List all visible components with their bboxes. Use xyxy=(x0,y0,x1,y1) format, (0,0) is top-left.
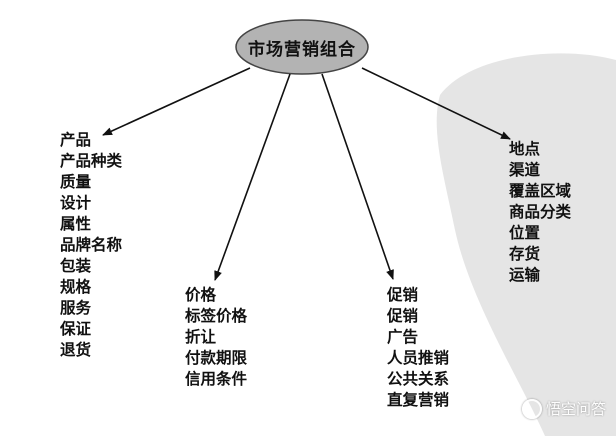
watermark-text: 悟空问答 xyxy=(545,400,606,418)
branch-item: 折让 xyxy=(185,328,217,346)
branch-promotion: 促销 促销 广告 人员推销 公共关系 直复营销 xyxy=(387,285,449,411)
branch-item: 位置 xyxy=(509,224,541,242)
arrow-to-price xyxy=(214,73,291,281)
branch-item: 商品分类 xyxy=(509,203,572,221)
branch-price: 价格 标签价格 折让 付款期限 信用条件 xyxy=(185,285,247,390)
branch-item: 促销 xyxy=(387,307,419,325)
branch-item: 规格 xyxy=(60,278,92,296)
branch-place: 地点 渠道 覆盖区域 商品分类 位置 存货 运输 xyxy=(509,139,571,286)
branch-product: 产品 产品种类 质量 设计 属性 品牌名称 包装 规格 服务 保证 退货 xyxy=(60,130,122,361)
branch-item: 覆盖区域 xyxy=(509,182,572,200)
branch-item: 退货 xyxy=(60,341,92,359)
branch-item: 产品种类 xyxy=(60,152,123,170)
branch-item: 属性 xyxy=(60,215,92,233)
branch-title: 产品 xyxy=(60,131,92,149)
branch-item: 公共关系 xyxy=(387,370,450,388)
watermark: 悟空问答 xyxy=(521,398,606,419)
center-ellipse xyxy=(235,19,369,75)
branch-item: 直复营销 xyxy=(387,391,450,409)
branch-item: 服务 xyxy=(60,299,92,317)
arrow-to-product xyxy=(102,67,251,136)
center-node-label: 市场营销组合 xyxy=(248,39,356,60)
branch-item: 标签价格 xyxy=(185,307,248,325)
branch-item: 包装 xyxy=(60,257,92,275)
branch-item: 付款期限 xyxy=(185,349,248,367)
background-shape xyxy=(436,53,616,436)
branch-title: 促销 xyxy=(387,286,419,304)
arrow-to-place xyxy=(361,67,511,140)
branch-item: 信用条件 xyxy=(185,370,248,388)
branch-item: 保证 xyxy=(60,320,92,338)
branch-item: 质量 xyxy=(60,173,92,191)
branch-title: 地点 xyxy=(509,140,541,158)
branch-item: 存货 xyxy=(509,245,541,263)
branch-title: 价格 xyxy=(185,286,217,304)
branch-item: 人员推销 xyxy=(387,349,450,367)
watermark-logo-icon xyxy=(521,398,542,419)
branch-item: 广告 xyxy=(387,328,419,346)
branch-item: 设计 xyxy=(60,194,92,212)
branch-item: 运输 xyxy=(509,266,541,284)
branch-item: 品牌名称 xyxy=(60,236,123,254)
branch-item: 渠道 xyxy=(509,161,541,179)
arrow-to-promotion xyxy=(321,73,394,280)
